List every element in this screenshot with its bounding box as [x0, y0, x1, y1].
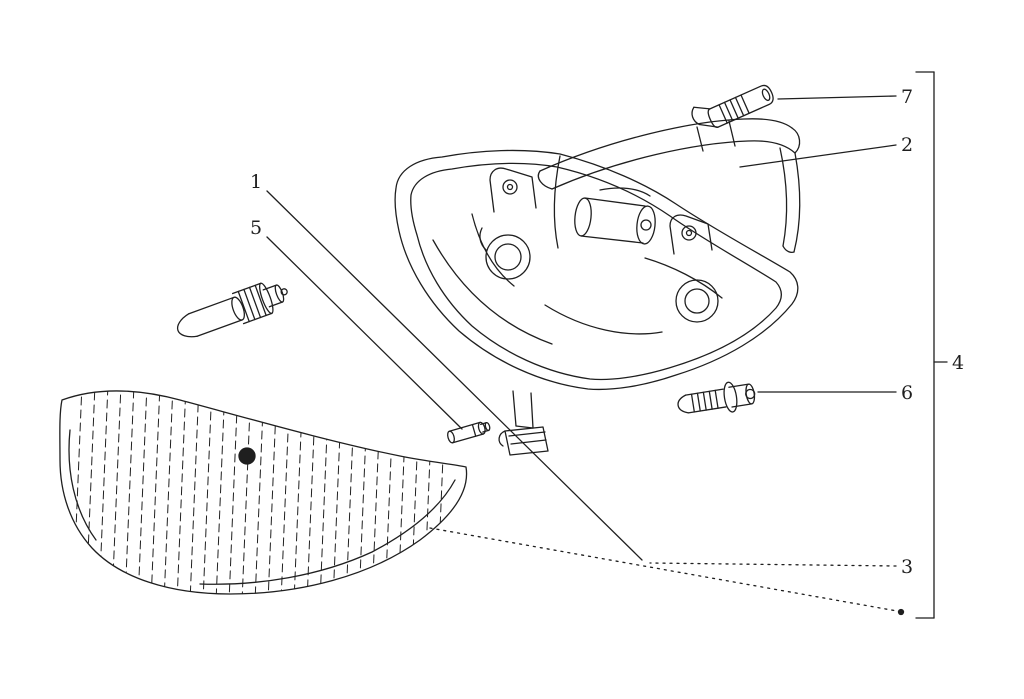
callout-5: 5	[250, 217, 262, 239]
connector-part	[691, 84, 774, 129]
lens-hatch-line	[98, 391, 109, 594]
lens-hatch-line	[280, 391, 291, 594]
leader-line-lens-group	[429, 527, 898, 612]
lens-hatch-line	[215, 391, 226, 594]
bulb-left	[176, 282, 288, 338]
lens-hatch-line	[306, 391, 317, 594]
lens-hatch-line	[202, 391, 213, 594]
bulb-right	[677, 381, 756, 414]
callout-1: 1	[250, 171, 262, 193]
mounting-ear-right	[669, 214, 713, 255]
leader-line-3	[649, 562, 897, 567]
lens-hatch-line	[241, 391, 252, 594]
lens-hatch-line	[189, 391, 200, 594]
bottom-stem-clamp	[498, 390, 549, 456]
callout-4: 4	[952, 352, 964, 374]
bolt-head	[681, 225, 697, 241]
lens-hatch-line	[228, 391, 239, 594]
pin-part	[447, 421, 491, 444]
lens-hatch-line	[137, 391, 148, 594]
reflector-hole-left	[479, 227, 531, 280]
leader-line-1	[266, 190, 643, 561]
leader-line-7	[777, 95, 897, 100]
callout-3: 3	[901, 556, 913, 578]
group-bracket	[915, 71, 948, 619]
leader-line-5	[266, 236, 463, 430]
lens-hatch-line	[124, 391, 135, 594]
leader-line-2	[739, 144, 897, 168]
lens-hatch-line	[163, 391, 174, 594]
leader-lines	[266, 95, 905, 616]
callout-6: 6	[901, 382, 913, 404]
lens-hatch-line	[176, 391, 187, 594]
callout-2: 2	[901, 134, 913, 156]
callout-7: 7	[901, 86, 913, 108]
leader-end-dot	[897, 608, 905, 616]
bolt-head	[502, 179, 518, 195]
reflector-hole-right	[675, 279, 719, 323]
headlamp-housing	[394, 149, 799, 456]
lens-hatch-line	[150, 391, 161, 594]
lens-hatch-line	[345, 391, 356, 594]
lens-dot	[238, 447, 256, 465]
callouts: 1 5 7 2 4 6 3	[250, 86, 964, 578]
bulb-socket-cylinder	[574, 187, 656, 245]
handlebar-bracket	[537, 118, 801, 253]
mounting-ear-left	[489, 167, 537, 213]
lens-inner-contour	[199, 479, 456, 585]
